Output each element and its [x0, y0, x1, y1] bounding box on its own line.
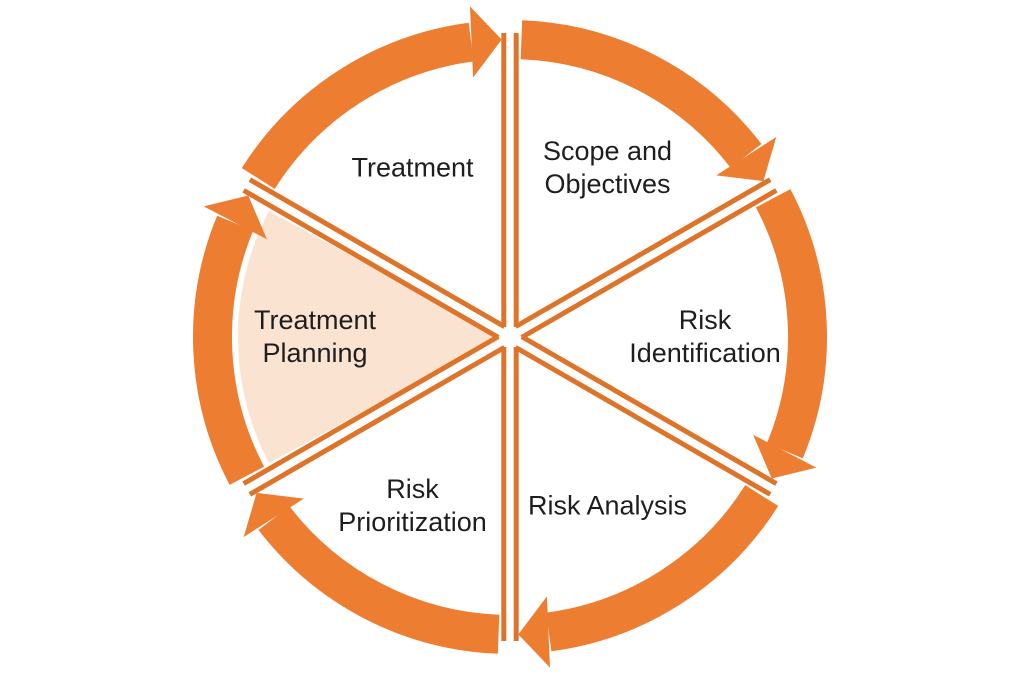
arrow-head-icon — [469, 6, 502, 78]
segment-dividers — [242, 33, 778, 641]
arrow-head-icon — [243, 492, 304, 537]
arrow-band — [241, 22, 474, 190]
arrow-band — [520, 20, 762, 168]
arrow-head-icon — [518, 596, 551, 668]
divider-line — [248, 177, 506, 329]
wedge-treatment-planning — [237, 210, 500, 464]
cycle-arrow-risk-prioritization — [243, 492, 500, 654]
wedge-risk-prioritization — [280, 345, 505, 609]
cycle-arrow-risk-identification — [753, 189, 827, 479]
divider-line — [514, 345, 772, 497]
arrow-band — [755, 189, 827, 459]
arrow-band — [193, 215, 265, 485]
wedge-scope-and-objectives — [515, 65, 740, 329]
divider-line — [514, 177, 772, 329]
cycle-arrow-risk-analysis — [518, 484, 779, 668]
divider-line — [248, 345, 506, 497]
wedge-risk-analysis — [515, 345, 740, 609]
arrow-band — [546, 484, 779, 652]
divider-line — [520, 188, 778, 340]
divider-line — [242, 334, 500, 486]
cycle-arrow-treatment — [241, 6, 502, 190]
wedge-risk-identification — [520, 210, 783, 464]
arrow-head-icon — [753, 434, 817, 479]
cycle-arrows — [193, 6, 827, 668]
arrow-head-icon — [716, 137, 777, 182]
divider-line — [520, 334, 778, 486]
arrow-band — [258, 506, 500, 654]
cycle-arrow-scope-and-objectives — [520, 20, 777, 182]
cycle-arrow-treatment-planning — [193, 195, 267, 485]
arrow-head-icon — [203, 195, 267, 240]
wedge-treatment — [280, 65, 505, 329]
segment-wedges — [237, 65, 783, 609]
divider-line — [242, 188, 500, 340]
